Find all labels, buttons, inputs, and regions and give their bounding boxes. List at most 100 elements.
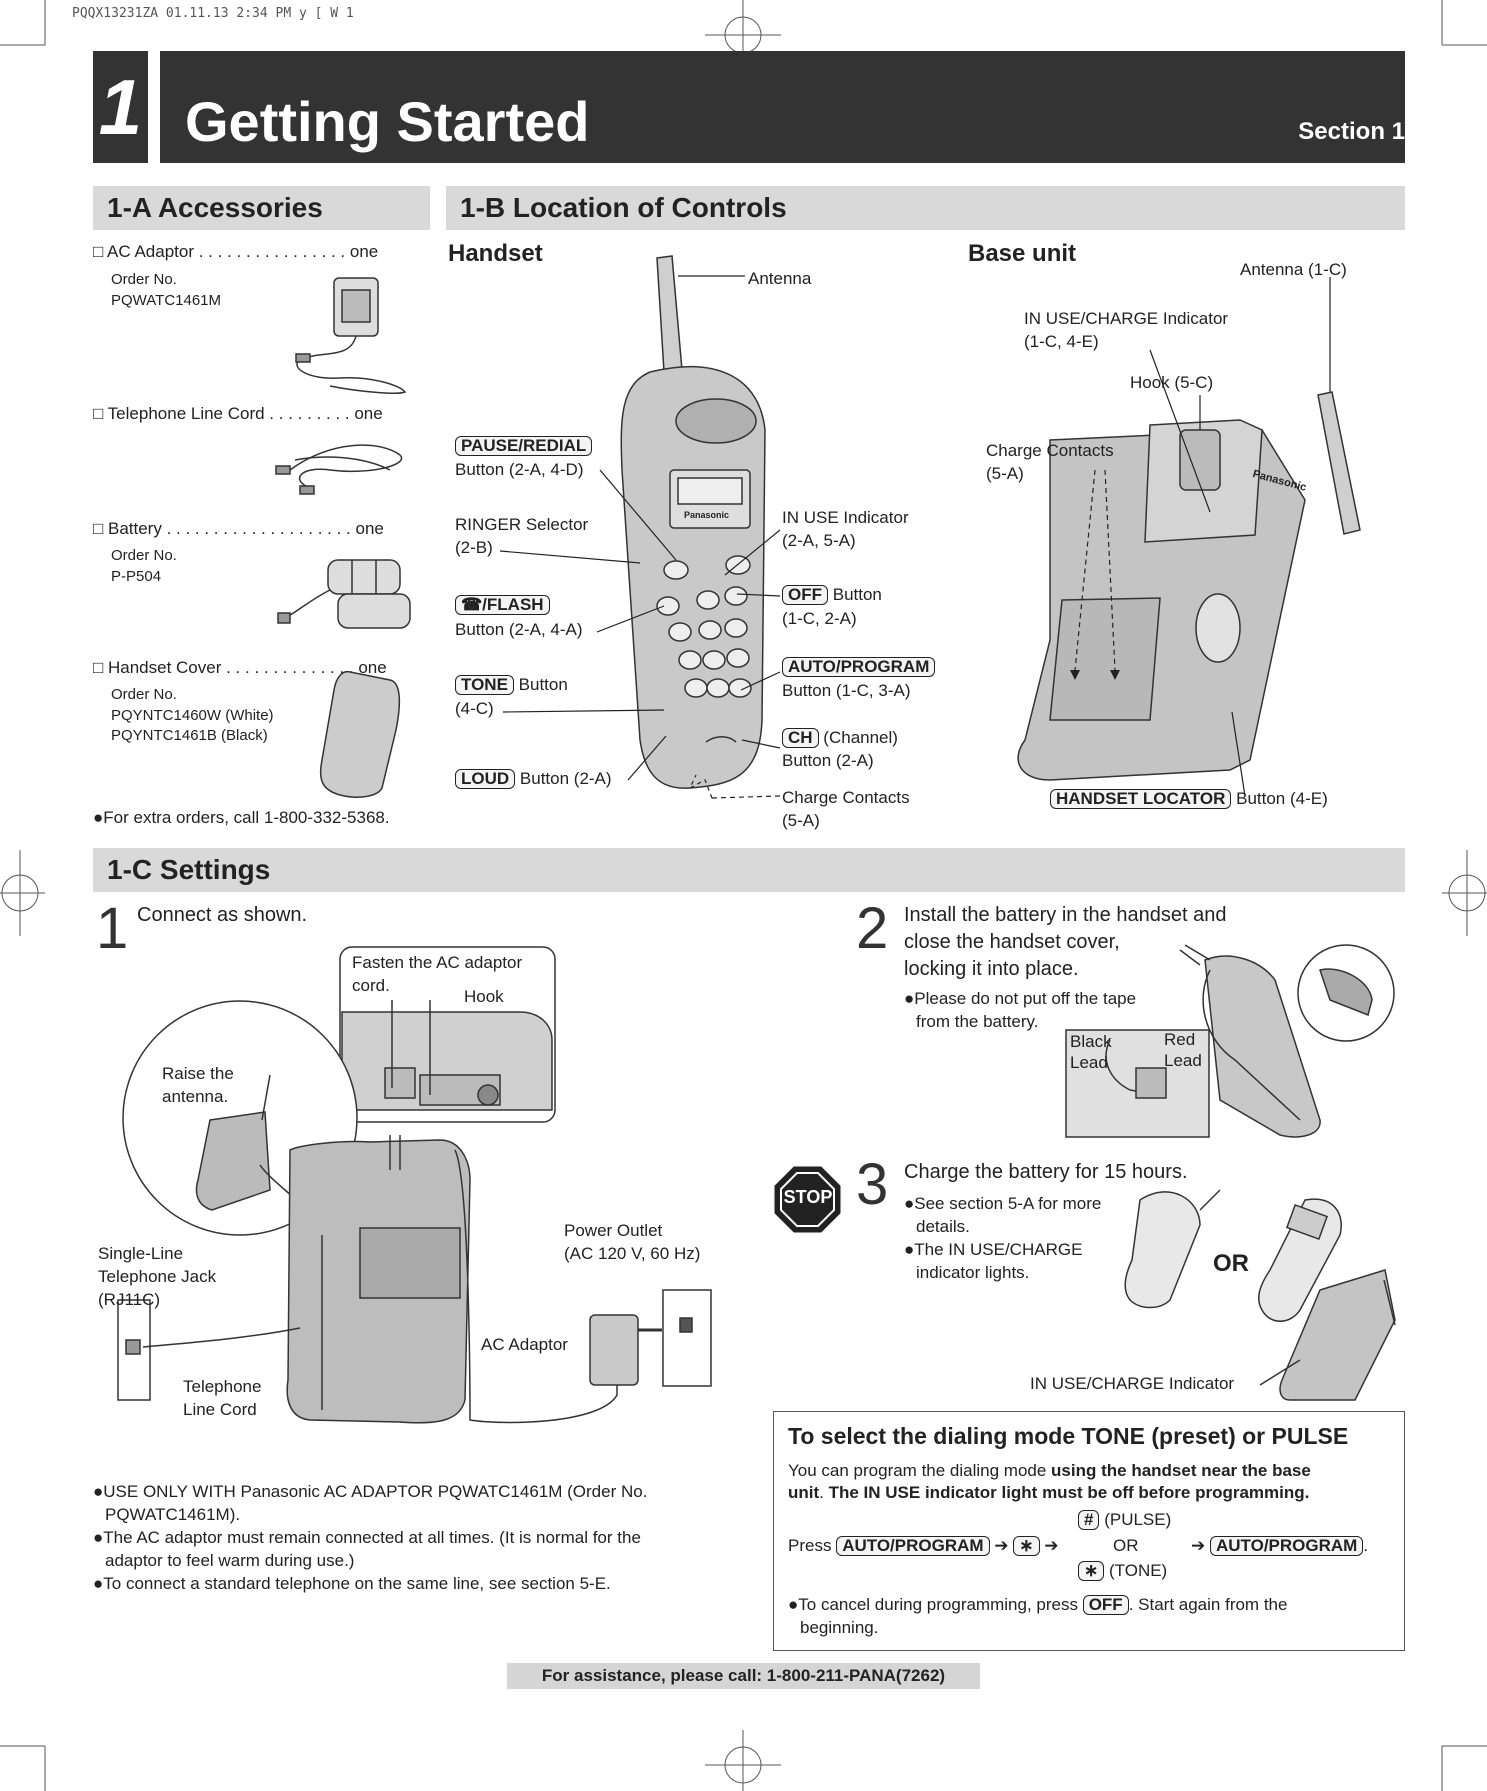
off-key: OFF (782, 585, 828, 605)
red-lead-label: Red (1164, 1030, 1196, 1049)
in-use-indicator-ref: (2-A, 5-A) (782, 531, 856, 550)
section-number: 1 (98, 63, 143, 151)
raise-antenna-label: Raise the (162, 1064, 234, 1083)
ac-adaptor-label: AC Adaptor (481, 1335, 568, 1354)
step-3-note-2: ●The IN USE/CHARGE (904, 1240, 1083, 1259)
dialing-text-1: You can program the dialing mode (788, 1461, 1052, 1480)
accessory-ac-adaptor: □ AC Adaptor . . . . . . . . . . . . . .… (93, 242, 379, 261)
auto-program-key-2: AUTO/PROGRAM (1209, 1536, 1364, 1556)
order-number: P-P504 (111, 568, 162, 585)
base-brand-logo: Panasonic (1251, 468, 1308, 494)
line-cord-label: Telephone (183, 1377, 262, 1396)
ringer-selector-ref: (2-B) (455, 538, 493, 557)
accessories-heading: 1-A Accessories (93, 186, 430, 230)
order-number-white: PQYNTC1460W (White) (111, 707, 274, 724)
black-lead-label-2: Lead (1070, 1053, 1108, 1072)
step-1-number: 1 (96, 896, 129, 961)
arrow-icon: ➔ (1191, 1536, 1206, 1555)
note-adaptor-connected-2: adaptor to feel warm during use.) (105, 1551, 355, 1570)
base-charge-contacts-ref: (5-A) (986, 464, 1024, 483)
in-use-charge-label: IN USE/CHARGE Indicator (1024, 309, 1229, 328)
pulse-label: (PULSE) (1104, 1510, 1172, 1529)
hook-label: Hook (5-C) (1130, 373, 1214, 392)
raise-antenna-label-2: antenna. (162, 1087, 229, 1106)
ringer-selector-label: RINGER Selector (455, 515, 589, 534)
dialing-text-3: unit (788, 1483, 820, 1502)
handset-locator-key: HANDSET LOCATOR (1050, 789, 1232, 809)
handset-brand-logo: Panasonic (684, 510, 730, 520)
order-number-black: PQYNTC1461B (Black) (111, 727, 268, 744)
cancel-note-3: beginning. (800, 1618, 879, 1637)
or-label: OR (1213, 1250, 1249, 1277)
controls-heading: 1-B Location of Controls (446, 186, 1405, 230)
dialing-text-2: using the handset near the base (1051, 1461, 1311, 1480)
settings-heading: 1-C Settings (93, 848, 1405, 892)
in-use-charge-indicator-callout: IN USE/CHARGE Indicator (1030, 1374, 1235, 1393)
telephone-jack-label: Single-Line (98, 1244, 184, 1263)
stop-sign-text: STOP (783, 1187, 833, 1207)
arrow-icon: ➔ (1044, 1536, 1059, 1555)
auto-program-key: AUTO/PROGRAM (782, 657, 936, 677)
antenna-label: Antenna (748, 269, 812, 288)
black-lead-label: Black (1070, 1032, 1112, 1051)
channel-key: CH (782, 728, 819, 748)
star-key: ∗ (1013, 1536, 1040, 1556)
power-outlet-label: Power Outlet (564, 1221, 663, 1240)
or-option: OR (1113, 1536, 1139, 1555)
cancel-note-2: . Start again from the (1128, 1595, 1288, 1614)
step-2-number: 2 (856, 896, 889, 961)
note-standard-telephone: ●To connect a standard telephone on the … (93, 1574, 611, 1593)
dialing-mode-title: To select the dialing mode TONE (preset)… (788, 1423, 1349, 1449)
handset-charge-contacts-label: Charge Contacts (782, 788, 910, 807)
base-unit-title: Base unit (968, 240, 1077, 267)
auto-program-ref: Button (1-C, 3-A) (782, 681, 911, 700)
step-3-note-1: ●See section 5-A for more (904, 1194, 1102, 1213)
banner-divider (148, 51, 160, 163)
tone-suffix: Button (518, 675, 568, 694)
dialing-text-5: The IN USE indicator light must be off b… (828, 1483, 1310, 1502)
loud-suffix: Button (2-A) (519, 769, 612, 788)
dialing-mode-box (773, 1411, 1405, 1651)
step-2-note-2: from the battery. (916, 1012, 1039, 1031)
step-2-line-2: close the handset cover, (904, 931, 1120, 953)
order-number: PQWATC1461M (111, 292, 222, 309)
telephone-jack-label-3: (RJ11C) (98, 1290, 161, 1309)
channel-ref: Button (2-A) (782, 751, 874, 770)
print-slug: PQQX13231ZA 01.11.13 2:34 PM y [ W 1 (72, 6, 354, 21)
cancel-note: ●To cancel during programming, press (788, 1595, 1078, 1614)
flash-ref: Button (2-A, 4-A) (455, 620, 583, 639)
hook-callout: Hook (464, 987, 504, 1006)
base-antenna-label: Antenna (1-C) (1240, 260, 1347, 279)
note-adaptor-only-2: PQWATC1461M). (105, 1505, 241, 1524)
order-label: Order No. (111, 271, 177, 288)
step-3-note-1b: details. (916, 1217, 970, 1236)
title-banner (93, 51, 1405, 163)
off-suffix: Button (832, 585, 882, 604)
hash-key: # (1078, 1510, 1100, 1530)
press-label: Press (788, 1536, 832, 1555)
tone-label: (TONE) (1108, 1561, 1168, 1580)
step-3-note-2b: indicator lights. (916, 1263, 1030, 1282)
step-1-text: Connect as shown. (137, 904, 308, 926)
tone-key: TONE (455, 675, 514, 695)
accessory-handset-cover: □ Handset Cover . . . . . . . . . . . . … (93, 658, 387, 677)
arrow-icon: ➔ (994, 1536, 1009, 1555)
tone-ref: (4-C) (455, 699, 494, 718)
step-3-number: 3 (856, 1152, 889, 1217)
base-charge-contacts-label: Charge Contacts (986, 441, 1114, 460)
auto-program-key-1: AUTO/PROGRAM (836, 1536, 990, 1556)
order-label: Order No. (111, 547, 177, 564)
fasten-cord-label: Fasten the AC adaptor (352, 953, 523, 972)
pause-redial-key: PAUSE/REDIAL (455, 436, 593, 456)
assistance-footer: For assistance, please call: 1-800-211-P… (507, 1663, 980, 1689)
handset-charge-contacts-ref: (5-A) (782, 811, 820, 830)
section-label: Section 1 (1298, 118, 1405, 145)
pause-redial-ref: Button (2-A, 4-D) (455, 460, 584, 479)
step-2-line-3: locking it into place. (904, 958, 1079, 980)
dialing-text-4: . (819, 1483, 829, 1502)
channel-suffix: (Channel) (823, 728, 898, 747)
accessory-battery: □ Battery . . . . . . . . . . . . . . . … (93, 519, 384, 538)
power-outlet-label-2: (AC 120 V, 60 Hz) (564, 1244, 701, 1263)
handset-locator-suffix: Button (4-E) (1236, 789, 1328, 808)
page-title: Getting Started (185, 90, 590, 153)
